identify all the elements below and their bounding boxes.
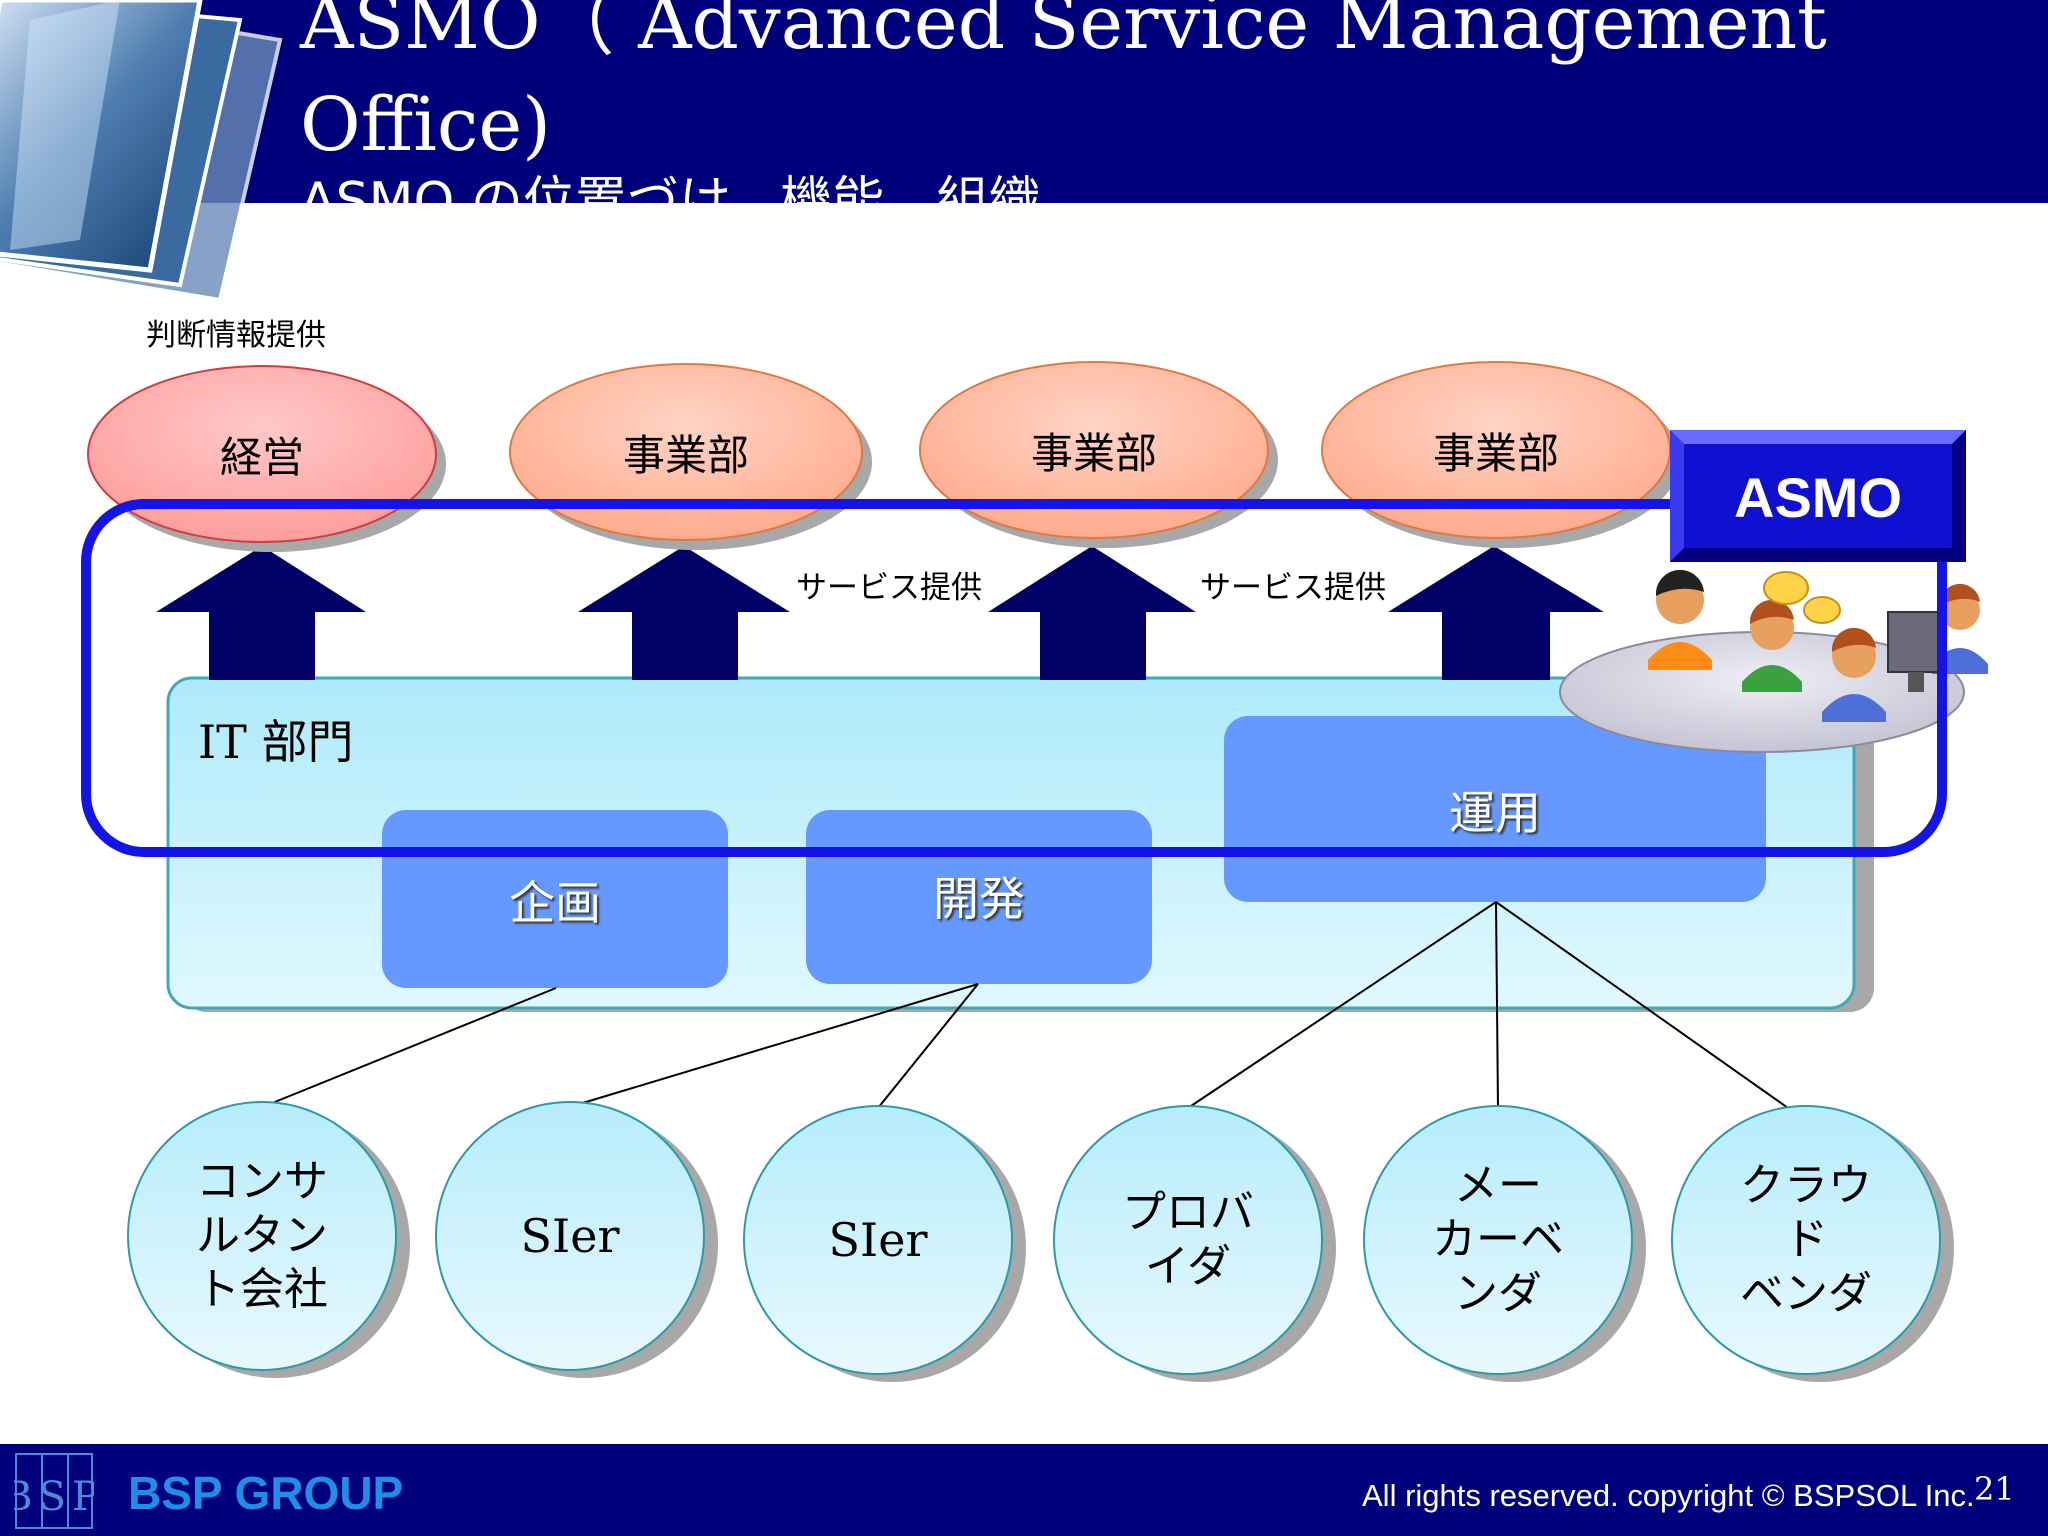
header-logo-image <box>0 0 290 303</box>
vendor-circle-sier-1 <box>435 1101 705 1371</box>
oval-business-division-1 <box>509 363 863 541</box>
copyright-text: All rights reserved. copyright © BSPSOL … <box>1362 1478 1975 1513</box>
service-arrows <box>156 546 1604 680</box>
vendor-label-consulting: コンサ ルタン ト会社 <box>196 1156 328 1315</box>
decision-info-label: 判断情報提供 <box>146 318 326 353</box>
header-bar <box>0 0 2048 203</box>
vendor-circle-provider <box>1053 1105 1323 1375</box>
top-node-division-2: 事業部 <box>1030 428 1157 478</box>
page-number: 21 <box>1974 1470 2015 1508</box>
oval-management <box>87 365 437 543</box>
arrow-up-icon <box>578 546 790 680</box>
vendor-label-provider: プロバ イダ <box>1122 1187 1254 1292</box>
vendor-circle-sier-2 <box>743 1105 1013 1375</box>
asmo-label: ASMO <box>1734 465 1902 529</box>
connector-lines <box>259 901 1789 1109</box>
page-title-line1: ASMO（ Advanced Service Management <box>300 0 1827 66</box>
oval-business-division-2 <box>919 361 1269 539</box>
subtitle-container: ASMO の位置づけ、機能，組織 <box>300 160 1200 203</box>
vendor-circle-cloud <box>1671 1105 1941 1375</box>
top-node-division-1: 事業部 <box>622 430 749 480</box>
function-label-development: 開発 <box>933 872 1025 926</box>
vendor-label-maker: メー カーベ ンダ <box>1432 1160 1564 1319</box>
function-label-operations: 運用 <box>1449 786 1541 840</box>
page-title-line2: Office) <box>300 82 552 168</box>
function-label-planning: 企画 <box>509 876 601 930</box>
service-label-1: サービス提供 <box>796 570 982 606</box>
it-department-label: IT 部門 <box>198 715 354 769</box>
brand-name: BSP GROUP <box>128 1467 404 1519</box>
asmo-boundary <box>81 499 1947 857</box>
vendor-circles <box>127 1101 1954 1382</box>
arrow-up-icon <box>1388 546 1604 680</box>
vendor-circle-maker <box>1363 1105 1633 1375</box>
footer-bar <box>0 1444 2048 1536</box>
logo-text: BSP <box>14 1474 94 1520</box>
vendor-label-cloud: クラウ ド ベンダ <box>1740 1160 1872 1319</box>
vendor-label-sier-1: SIer <box>520 1208 620 1263</box>
top-node-division-3: 事業部 <box>1432 428 1559 478</box>
vendor-label-sier-2: SIer <box>828 1212 928 1267</box>
bsp-logo: BSP <box>3 1448 99 1532</box>
vendor-circle-consulting <box>127 1101 397 1371</box>
asmo-label-box <box>1670 430 1966 562</box>
arrow-up-icon <box>156 546 366 680</box>
page-subtitle: ASMO の位置づけ、機能，組織 <box>300 172 1041 203</box>
service-label-2: サービス提供 <box>1200 570 1386 606</box>
top-node-management: 経営 <box>219 432 304 482</box>
arrow-up-icon <box>988 546 1196 680</box>
